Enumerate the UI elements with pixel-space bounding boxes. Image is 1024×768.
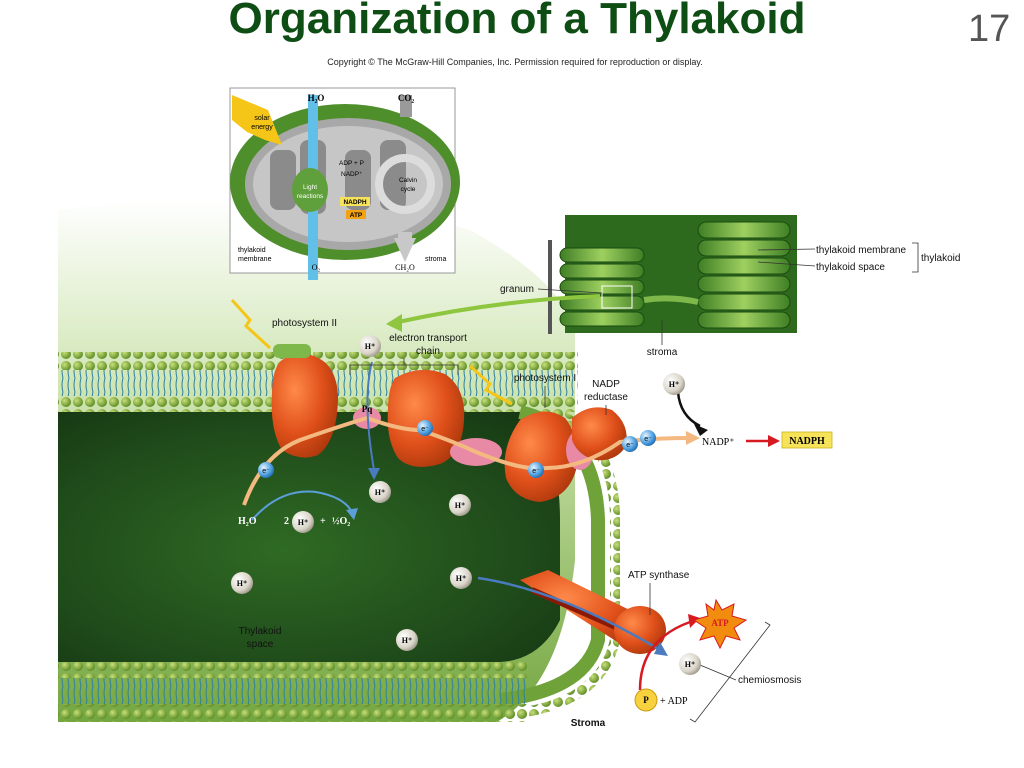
nadp-reductase-line1: NADP [592,379,620,390]
electron-1: e⁻ [258,462,274,478]
inset-membrane-label: membrane [238,256,272,263]
photosystem2-complex [271,353,338,458]
svg-text:H⁺: H⁺ [456,574,466,583]
svg-text:e⁻: e⁻ [421,426,429,433]
svg-text:e⁻: e⁻ [626,442,634,449]
svg-text:H⁺: H⁺ [455,501,465,510]
inset-co2-label: CO₂ [398,93,415,103]
svg-text:H⁺: H⁺ [685,660,695,669]
flow-arrows [251,361,780,691]
inset-thylakoid-label: thylakoid [238,247,266,254]
atp-burst-icon [692,598,748,650]
etc-label-line2: chain [416,346,440,357]
granum-callouts [537,242,919,345]
atp-synthase-label: ATP synthase [628,570,690,581]
nadp-reductase-line2: reductase [584,392,628,403]
proton-nadp: H⁺ [663,373,685,395]
phosphate-icon [634,688,658,712]
electron-2: e⁻ [417,420,433,436]
plus-label: + [320,516,326,527]
proton-lumen-3: H⁺ [231,572,253,594]
photosystem1-label: photosystem I [514,373,576,384]
lightning-bolts [230,298,513,406]
inset-solar-label: solar [254,115,270,122]
protons: H⁺ H⁺ H⁺ H⁺ H⁺ H⁺ H⁺ H⁺ H⁺ [231,335,701,675]
slide-title: Organization of a Thylakoid [228,0,806,43]
proton-water-split: H⁺ [292,511,314,533]
inset-o2-label: O₂ [312,263,321,272]
svg-text:e⁻: e⁻ [262,468,270,475]
svg-text:e⁻: e⁻ [532,468,540,475]
water-label: H₂O [238,516,257,527]
proton-stroma-top: H⁺ [359,335,381,357]
pq-label: Pq [362,404,373,414]
two-label: 2 [284,516,289,527]
photosystem2-label: photosystem II [272,318,337,329]
proton-stroma-bottom: H⁺ [679,653,701,675]
svg-text:H⁺: H⁺ [402,636,412,645]
chloroplast-inset [229,87,460,280]
stroma-label: Stroma [571,718,606,729]
photosystem1-complex [504,411,577,502]
granum-micrograph [548,215,797,334]
atp-label: ATP [711,618,729,628]
inset-nadph-label: NADPH [343,199,366,206]
svg-text:e⁻: e⁻ [644,436,652,443]
svg-text:H⁺: H⁺ [237,579,247,588]
cytochrome-complex [387,369,465,467]
chemiosmosis-label: chemiosmosis [738,675,801,686]
electron-3: e⁻ [528,462,544,478]
callout-lines [349,358,771,723]
inset-ch2o-label: CH₂O [395,263,415,272]
inset-calvin-label: Calvin [399,177,417,184]
thylakoid-membrane-label: thylakoid membrane [816,245,906,256]
inset-reactions-label: reactions [297,193,324,200]
nadph-label: NADPH [789,436,825,447]
zoom-arrow-head [386,314,402,332]
thylakoid-space-label: thylakoid space [816,262,885,273]
etc-label-line1: electron transport [389,333,467,344]
granum-label: granum [500,284,534,295]
inset-light-label: Light [303,184,317,191]
inset-labels: H₂O CO₂ solar energy ADP + P NADP⁺ Light… [238,93,447,272]
proton-lumen-5: H⁺ [396,629,418,651]
zoom-arrow [397,294,601,324]
inset-atp-label: ATP [350,212,363,219]
nadp-plus-label: NADP⁺ [702,437,735,448]
svg-text:H⁺: H⁺ [365,342,375,351]
proton-lumen-1: H⁺ [369,481,391,503]
slide-number: 17 [968,8,1011,50]
nadph-box [781,431,833,449]
electrons: e⁻ e⁻ e⁻ e⁻ e⁻ [258,420,656,478]
inset-nadp-label: NADP⁺ [341,171,363,178]
copyright-notice: Copyright © The McGraw-Hill Companies, I… [327,57,703,67]
membrane-labels: photosystem II electron transport chain … [238,318,825,729]
granum-labels: granum thylakoid membrane thylakoid spac… [500,245,960,358]
inset-h2o-label: H₂O [308,93,325,103]
svg-text:H⁺: H⁺ [298,518,308,527]
thylakoid-space-line2: space [247,639,274,650]
electron-4: e⁻ [622,436,638,452]
phosphate-label: P [643,695,649,705]
proton-lumen-4: H⁺ [450,567,472,589]
adp-label: + ADP [660,696,688,707]
svg-text:H⁺: H⁺ [375,488,385,497]
thylakoid-label: thylakoid [921,253,960,264]
electron-path-arrowhead [686,431,700,445]
thylakoid-space-line1: Thylakoid [239,626,282,637]
proton-lumen-2: H⁺ [449,494,471,516]
inset-stroma-label: stroma [425,256,447,263]
electron-5: e⁻ [640,430,656,446]
svg-text:H⁺: H⁺ [669,380,679,389]
inset-adp-label: ADP + P [339,160,364,167]
inset-cycle-label: cycle [401,186,416,193]
lightning-icon [468,364,513,406]
lightning-icon [230,298,272,350]
half-o2-label: ½O₂ [332,516,350,527]
electron-path [242,415,691,506]
inset-energy-label: energy [251,124,273,131]
granum-stroma-label: stroma [647,347,678,358]
